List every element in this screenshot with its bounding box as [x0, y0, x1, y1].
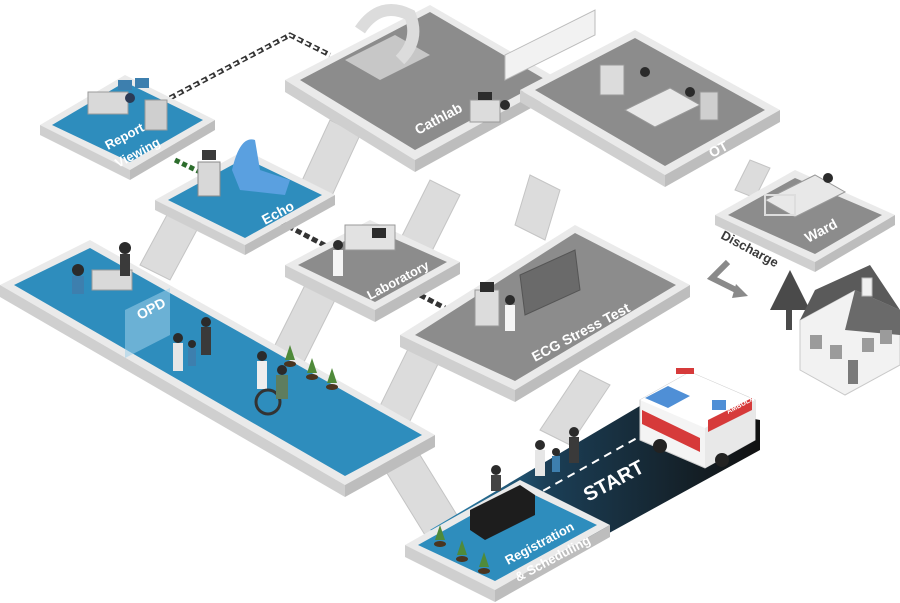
- ward-room: Ward: [715, 170, 895, 272]
- report-viewing-room: Report Viewing: [40, 75, 215, 180]
- echo-room: Echo: [155, 139, 335, 255]
- opd-area: OPD: [0, 240, 435, 497]
- ecg-stress-test-room: ECG Stress Test: [400, 225, 690, 402]
- registration-area: Registration & Scheduling: [405, 427, 610, 602]
- ambulance-icon: AMBULANCE: [639, 368, 769, 469]
- plants: [284, 345, 338, 390]
- laboratory-room: Laboratory: [285, 220, 460, 322]
- ot-room: OT: [504, 9, 780, 187]
- home-house-icon: [770, 265, 900, 396]
